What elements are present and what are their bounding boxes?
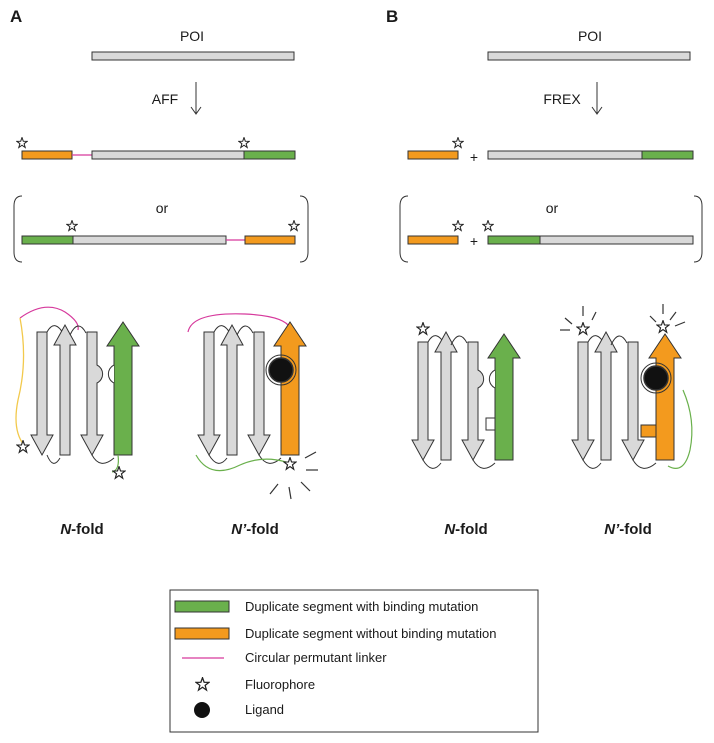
beta-strand-up: [53, 323, 77, 456]
panel-b-n-fold-label: N-fold: [444, 521, 487, 538]
panel-a-n-prime-fold-label: N’-fold: [231, 521, 278, 538]
panel-a-n-fold-diagram: [15, 306, 140, 479]
ligand-dot: [268, 357, 294, 383]
star-icon: [16, 440, 30, 453]
legend-item-label: Circular permutant linker: [245, 650, 387, 665]
legend-item-label: Duplicate segment with binding mutation: [245, 599, 478, 614]
green-segment: [21, 235, 74, 245]
star-icon: [452, 220, 464, 231]
green-strand: [487, 333, 521, 461]
star-icon: [66, 220, 78, 231]
legend-item-label: Duplicate segment without binding mutati…: [245, 626, 496, 641]
green-linker: [195, 454, 287, 472]
beta-strand-down: [80, 331, 104, 457]
legend: Duplicate segment with binding mutation …: [169, 589, 539, 733]
panel-b-or-label: or: [546, 200, 559, 216]
gray-segment: [539, 235, 694, 245]
legend-item-label: Ligand: [245, 702, 284, 717]
yellow-linker: [15, 317, 25, 446]
star-icon: [238, 137, 250, 148]
beta-strand-up: [434, 330, 458, 461]
orange-segment: [21, 150, 73, 160]
panel-a-label: A: [10, 7, 22, 26]
orange-segment: [244, 235, 296, 245]
panel-a-poi-bar: [91, 51, 295, 61]
fluorescence-rays: [269, 451, 318, 500]
beta-strand-down: [30, 331, 54, 457]
panel-a-method-label: AFF: [152, 91, 178, 107]
legend-item-label: Fluorophore: [245, 677, 315, 692]
panel-b-label: B: [386, 7, 398, 26]
green-linker: [667, 389, 693, 469]
star-icon: [416, 322, 430, 335]
fluorescence-rays: [560, 306, 597, 331]
legend-green-bar-icon: [174, 600, 230, 613]
panel-a-construct-1: [16, 137, 296, 160]
panel-b-method-label: FREX: [543, 91, 581, 107]
green-strand: [106, 321, 140, 456]
panel-b-n-prime-fold-label: N’-fold: [604, 521, 651, 538]
ligand-dot: [643, 365, 669, 391]
linker-line: [187, 313, 291, 333]
beta-strand-down: [571, 341, 595, 462]
orange-strand: [273, 321, 307, 456]
panel-a-n-fold-label: N-fold: [60, 521, 103, 538]
star-icon: [288, 220, 300, 231]
panel-a-alternative-bracket: or: [13, 195, 309, 263]
panel-b-n-prime-fold-diagram: [560, 304, 693, 469]
green-segment: [243, 150, 296, 160]
panel-b-alternative-bracket: or +: [399, 195, 703, 263]
orange-segment: [407, 235, 459, 245]
star-icon: [656, 320, 670, 333]
star-icon: [112, 466, 126, 479]
legend-ligand-icon: [194, 702, 210, 718]
plus-sign: +: [470, 233, 478, 249]
beta-strand-down: [197, 331, 221, 457]
legend-orange-bar-icon: [174, 627, 230, 640]
panel-a-down-arrow: [190, 82, 202, 115]
panel-b-poi-label: POI: [578, 28, 602, 44]
star-icon: [482, 220, 494, 231]
panel-b-n-fold-diagram: [411, 322, 521, 469]
beta-strand-down: [411, 341, 435, 462]
legend-box: [169, 589, 539, 733]
panel-a-n-prime-fold-diagram: [187, 313, 318, 500]
star-icon: [283, 457, 297, 470]
gray-segment: [487, 150, 643, 160]
panel-a-poi-label: POI: [180, 28, 204, 44]
beta-strand-up: [220, 323, 244, 456]
green-segment: [641, 150, 694, 160]
panel-b-down-arrow: [591, 82, 603, 115]
gray-segment: [72, 235, 227, 245]
green-segment: [487, 235, 541, 245]
beta-strand-down: [461, 341, 485, 462]
fluorescence-rays: [649, 304, 686, 327]
orange-segment: [407, 150, 459, 160]
panel-a-or-label: or: [156, 200, 169, 216]
star-icon: [16, 137, 28, 148]
beta-strand-down: [621, 341, 645, 462]
panel-b-construct-1: +: [407, 137, 694, 165]
panel-b-poi-bar: [487, 51, 691, 61]
beta-strand-down: [247, 331, 271, 457]
gray-segment: [91, 150, 245, 160]
star-icon: [576, 322, 590, 335]
beta-strand-up: [594, 330, 618, 461]
plus-sign: +: [470, 149, 478, 165]
orange-strand: [648, 333, 682, 461]
linker-line: [19, 306, 79, 331]
star-icon: [452, 137, 464, 148]
